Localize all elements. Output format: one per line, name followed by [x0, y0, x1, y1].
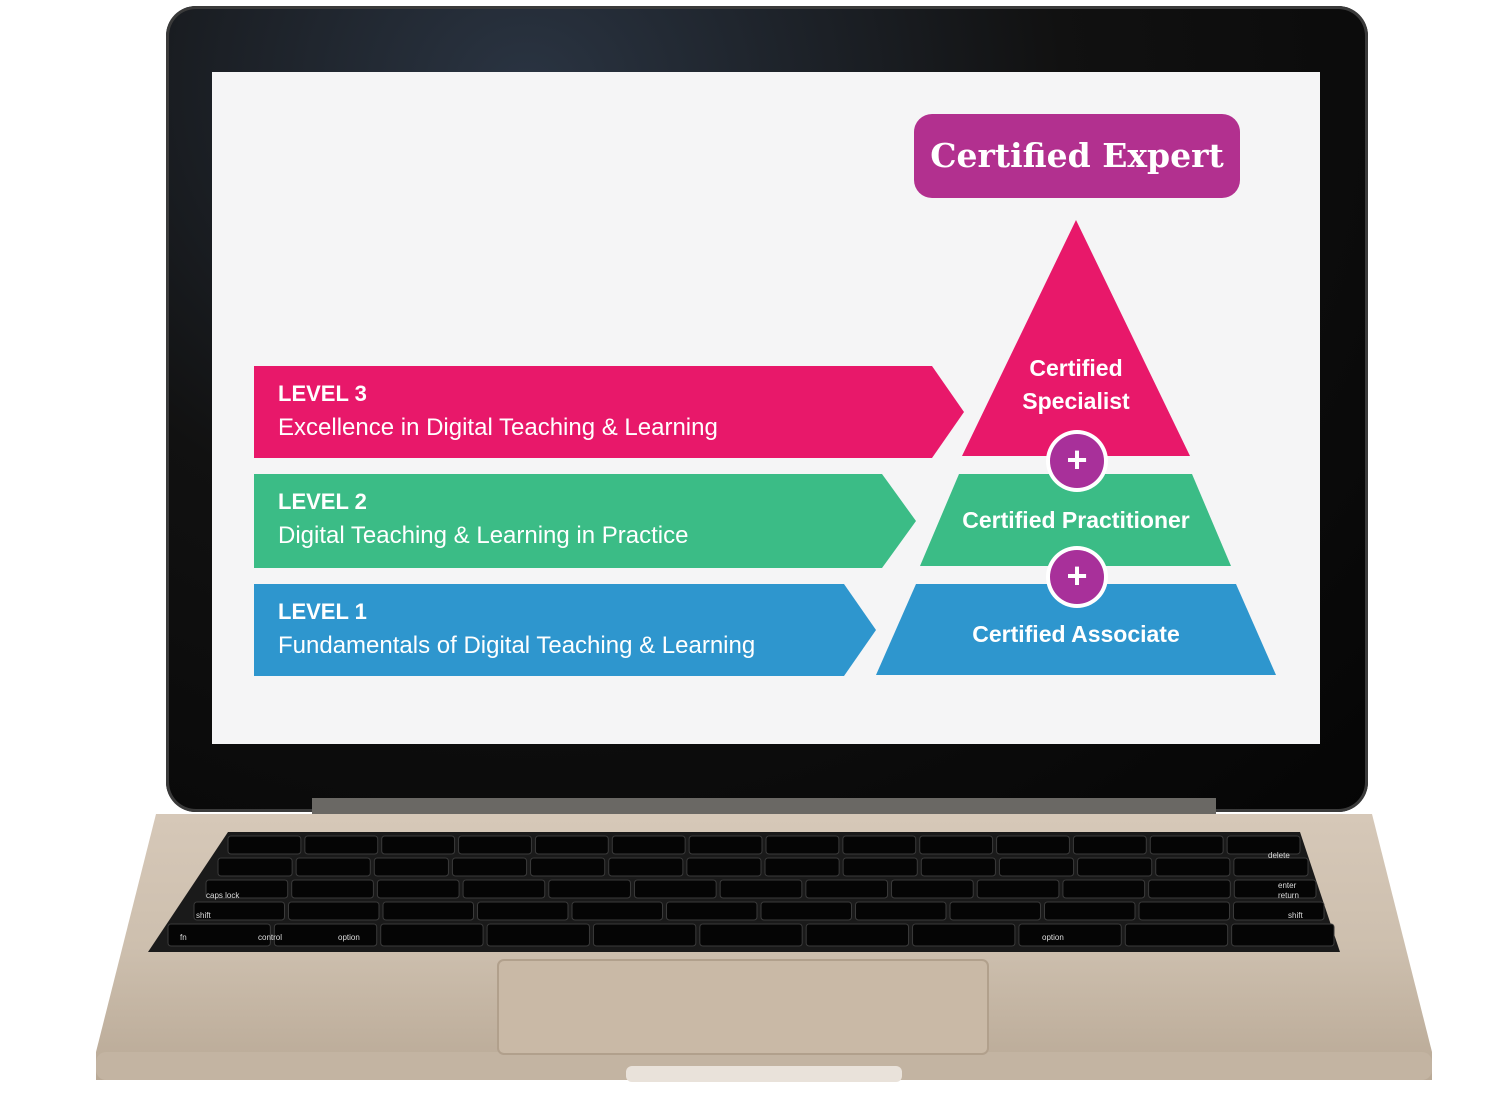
- laptop-base: caps lock shift fn control option delete…: [96, 814, 1432, 1082]
- key-label: option: [338, 933, 360, 942]
- keyboard-key: [205, 879, 289, 899]
- keyboard-key: [592, 923, 697, 947]
- keyboard-key: [719, 879, 803, 899]
- keyboard-key: [891, 879, 974, 899]
- keyboard-key: [919, 835, 994, 855]
- keyboard-key: [855, 901, 947, 921]
- keyboard-key: [1231, 923, 1335, 947]
- certified-specialist-label: Certified Specialist: [1022, 355, 1130, 414]
- keyboard-key: [373, 857, 449, 877]
- keyboard-key: [382, 901, 474, 921]
- key-label: shift: [196, 911, 211, 920]
- keyboard-key: [291, 879, 374, 899]
- keyboard-key: [1077, 857, 1153, 877]
- keyboard-key: [688, 835, 763, 855]
- certified-associate-label: Certified Associate: [972, 621, 1180, 647]
- keyboard-key: [1044, 901, 1136, 921]
- keyboard-key: [1062, 879, 1146, 899]
- pyramid-tier-specialist: [962, 220, 1190, 456]
- level-1-title: Fundamentals of Digital Teaching & Learn…: [278, 632, 756, 659]
- keyboard-key: [1226, 835, 1301, 855]
- keyboard-key: [273, 923, 378, 947]
- keyboard-key: [534, 835, 609, 855]
- pyramid-tier-associate: [876, 584, 1276, 675]
- level-3-title: Excellence in Digital Teaching & Learnin…: [278, 414, 718, 441]
- keyboard-key: [1233, 879, 1317, 899]
- keyboard-key: [608, 857, 684, 877]
- level-2-title: Digital Teaching & Learning in Practice: [278, 522, 689, 549]
- keyboard-key: [1233, 901, 1325, 921]
- key-label: delete: [1268, 851, 1290, 860]
- keyboard-key: [486, 923, 590, 947]
- certification-pyramid: [876, 220, 1276, 675]
- keyboard-key: [611, 835, 686, 855]
- keyboard-keys: [167, 835, 1335, 947]
- plus-icon: +: [1050, 550, 1104, 604]
- keyboard-key: [699, 923, 803, 947]
- key-label: return: [1278, 891, 1299, 900]
- keyboard-key: [1072, 835, 1147, 855]
- keyboard-deck: caps lock shift fn control option delete…: [96, 814, 1432, 1082]
- keyboard-key: [217, 857, 293, 877]
- keyboard-key: [167, 923, 271, 947]
- keyboard-key: [760, 901, 852, 921]
- keyboard-key: [1148, 879, 1231, 899]
- certified-expert-badge: Certified Expert: [914, 114, 1240, 198]
- keyboard-key: [912, 923, 1016, 947]
- keyboard-key: [949, 901, 1041, 921]
- keyboard-key: [380, 923, 484, 947]
- keyboard-key: [805, 923, 910, 947]
- keyboard-key: [571, 901, 663, 921]
- keyboard-key: [1138, 901, 1230, 921]
- keyboard-key: [288, 901, 380, 921]
- keyboard-key: [548, 879, 631, 899]
- keyboard-key: [920, 857, 996, 877]
- level-2-label: LEVEL 2: [278, 489, 367, 514]
- key-label: control: [258, 933, 282, 942]
- keyboard-key: [976, 879, 1060, 899]
- level-1-arrow: LEVEL 1 Fundamentals of Digital Teaching…: [254, 584, 876, 676]
- keyboard-key: [666, 901, 758, 921]
- keyboard-key: [193, 901, 285, 921]
- keyboard-key: [686, 857, 762, 877]
- keyboard-key: [381, 835, 456, 855]
- keyboard-key: [842, 857, 918, 877]
- keyboard-key: [376, 879, 460, 899]
- level-3-label: LEVEL 3: [278, 381, 367, 406]
- level-1-label: LEVEL 1: [278, 599, 367, 624]
- key-label: fn: [180, 933, 187, 942]
- keyboard-key: [304, 835, 379, 855]
- keyboard-key: [633, 879, 717, 899]
- pyramid-tier-practitioner: [920, 474, 1231, 566]
- plus-icon: +: [1050, 434, 1104, 488]
- keyboard-key: [1149, 835, 1224, 855]
- keyboard-key: [1124, 923, 1229, 947]
- keyboard-key: [227, 835, 302, 855]
- keyboard-key: [996, 835, 1070, 855]
- key-label: caps lock: [206, 891, 240, 900]
- keyboard-key: [998, 857, 1075, 877]
- level-2-arrow: LEVEL 2 Digital Teaching & Learning in P…: [254, 474, 916, 568]
- keyboard-key: [765, 835, 840, 855]
- keyboard-key: [1155, 857, 1231, 877]
- keyboard-key: [764, 857, 840, 877]
- keyboard-key: [1018, 923, 1122, 947]
- key-label: enter: [1278, 881, 1297, 890]
- keyboard-key: [458, 835, 532, 855]
- keyboard-key: [477, 901, 569, 921]
- keyboard-key: [530, 857, 606, 877]
- key-label: option: [1042, 933, 1064, 942]
- keyboard-key: [462, 879, 546, 899]
- keyboard-key: [451, 857, 528, 877]
- keyboard-key: [1233, 857, 1309, 877]
- certified-practitioner-label: Certified Practitioner: [962, 507, 1190, 533]
- level-3-arrow: LEVEL 3 Excellence in Digital Teaching &…: [254, 366, 964, 458]
- keyboard-key: [295, 857, 371, 877]
- key-label: shift: [1288, 911, 1303, 920]
- keyboard-key: [842, 835, 917, 855]
- keyboard-key: [805, 879, 889, 899]
- laptop-screen: Certified Expert LEVEL 3 Excellence in D…: [212, 72, 1320, 744]
